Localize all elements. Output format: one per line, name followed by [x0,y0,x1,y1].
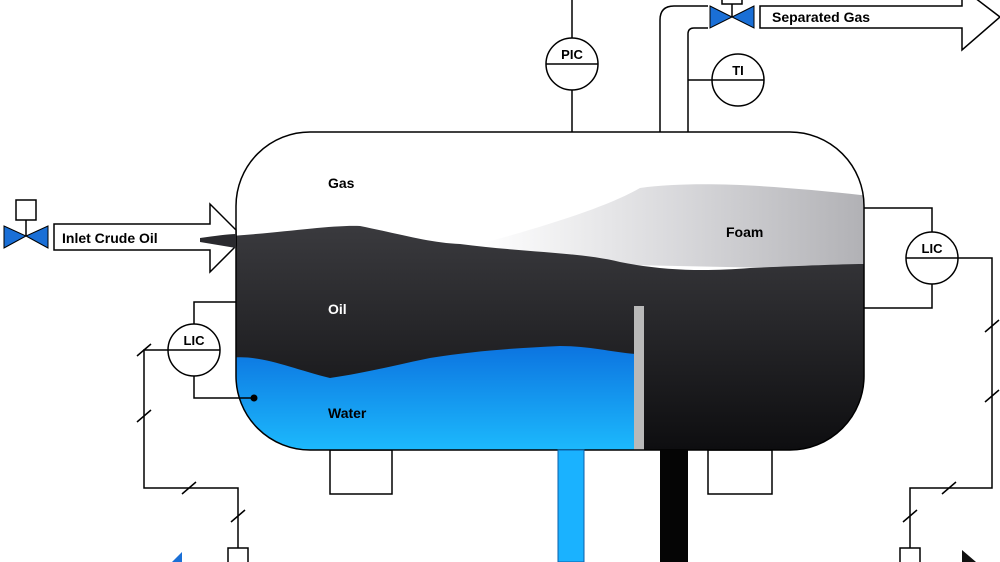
valve-icon [709,5,734,29]
lic-left-label: LIC [184,333,206,348]
gas-outlet-valve[interactable] [709,0,755,29]
foam-layer [480,184,864,270]
valve-actuator-icon [227,547,249,562]
valve-icon [172,552,182,562]
oil-outlet-pipe [660,450,688,562]
vessel-shell [235,131,865,451]
pic-instrument[interactable]: PIC [545,37,599,91]
inlet-label: Inlet Crude Oil [62,230,158,246]
water-outlet-pipe [557,449,585,562]
foam-label: Foam [726,224,763,240]
vessel-contents [236,132,864,450]
left-signal-line [143,349,239,548]
pic-label: PIC [561,47,583,62]
separated-gas-arrow [759,0,1000,52]
valve-actuator-icon [899,547,921,562]
weir [634,306,644,450]
gas-pipe-inner [687,27,708,132]
inlet-valve[interactable] [3,199,49,249]
separated-gas-label: Separated Gas [772,9,870,25]
right-support [707,449,773,495]
lic-right-instrument[interactable]: LIC [905,231,959,285]
left-support [329,449,393,495]
ti-label: TI [732,63,744,78]
oil-label: Oil [328,301,347,317]
valve-icon [3,225,28,249]
ti-instrument[interactable]: TI [711,53,765,107]
right-signal-line [909,257,993,548]
gas-pipe-outer [659,5,708,132]
lic-right-label: LIC [922,241,944,256]
lic-left-instrument[interactable]: LIC [167,323,221,377]
gas-label: Gas [328,175,355,191]
water-label: Water [328,405,367,421]
valve-actuator-icon [15,199,37,221]
valve-icon [962,550,976,562]
inlet-oil-stream [200,234,236,248]
water-layer [236,346,636,450]
